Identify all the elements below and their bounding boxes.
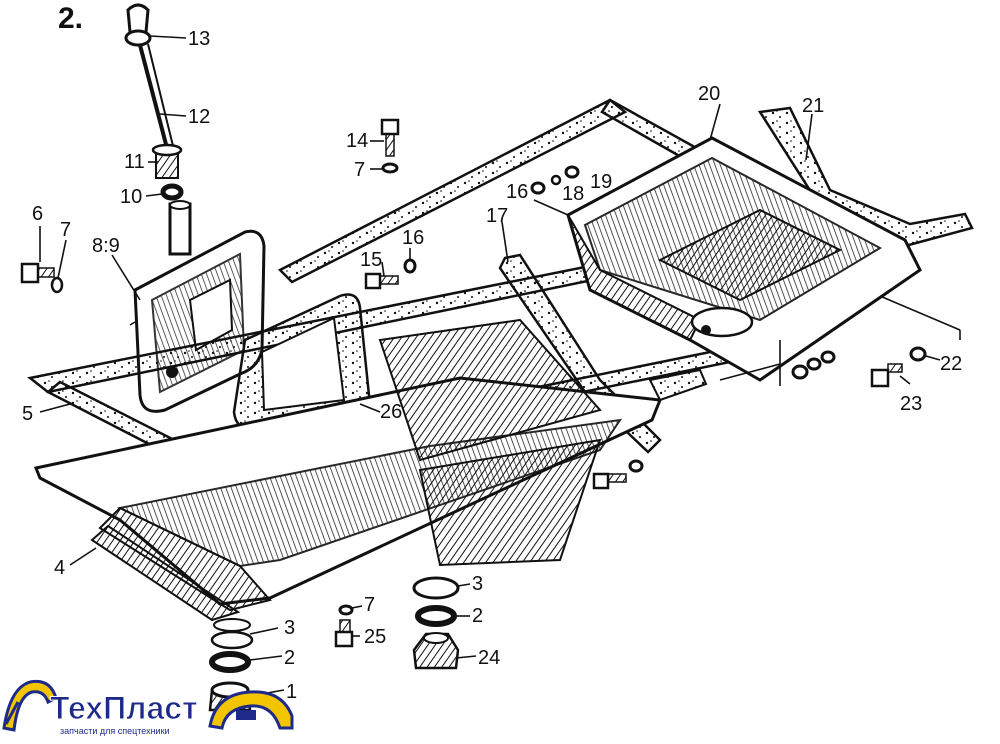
callout-11: 11 bbox=[124, 151, 145, 173]
dipstick bbox=[124, 3, 175, 153]
callout-20: 20 bbox=[698, 83, 721, 105]
bolt-side bbox=[592, 459, 644, 490]
callout-7: 7 bbox=[60, 219, 72, 241]
techplast-logo bbox=[2, 679, 294, 732]
upper-sump bbox=[566, 136, 922, 382]
callout-3b: 3 bbox=[472, 573, 484, 595]
callout-3: 3 bbox=[284, 617, 296, 639]
callout-8-9: 8:9 bbox=[92, 235, 120, 257]
washers-22 bbox=[791, 346, 927, 380]
callout-22: 22 bbox=[940, 353, 963, 375]
callout-17: 17 bbox=[486, 205, 509, 227]
callout-25: 25 bbox=[364, 626, 387, 648]
callout-2b: 2 bbox=[472, 605, 484, 627]
callout-1: 1 bbox=[286, 681, 298, 703]
callout-5: 5 bbox=[22, 403, 34, 425]
callout-13: 13 bbox=[188, 28, 211, 50]
leader-lines bbox=[39, 35, 961, 697]
drain-plug-24 bbox=[412, 576, 460, 670]
callout-18: 18 bbox=[562, 183, 585, 205]
bolt-15 bbox=[364, 258, 417, 290]
drain-plug-1 bbox=[208, 630, 254, 712]
callout-16: 16 bbox=[402, 227, 425, 249]
callout-12: 12 bbox=[188, 106, 211, 128]
callout-21: 21 bbox=[802, 95, 825, 117]
callout-4: 4 bbox=[54, 557, 66, 579]
callout-15: 15 bbox=[360, 249, 383, 271]
callout-7b: 7 bbox=[354, 159, 366, 181]
callout-7c: 7 bbox=[364, 594, 376, 616]
dipstick-fitting bbox=[151, 143, 192, 256]
bolt-23 bbox=[870, 363, 903, 388]
callout-10: 10 bbox=[120, 186, 143, 208]
callout-2: 2 bbox=[284, 647, 296, 669]
callout-6: 6 bbox=[32, 203, 44, 225]
callout-16b: 16 bbox=[506, 181, 529, 203]
callout-23: 23 bbox=[900, 393, 923, 415]
callout-14: 14 bbox=[346, 130, 369, 152]
callout-19: 19 bbox=[590, 171, 613, 193]
callout-26: 26 bbox=[380, 401, 403, 423]
bolt-14 bbox=[380, 118, 400, 174]
logo-name: ТехПласт bbox=[50, 690, 199, 727]
logo-tagline: запчасти для спецтехники bbox=[60, 726, 170, 736]
callout-24: 24 bbox=[478, 647, 501, 669]
bolt-25 bbox=[334, 604, 354, 648]
figure-label: 2. bbox=[58, 2, 84, 35]
washers-16-18-19 bbox=[530, 165, 580, 195]
bolt-6 bbox=[20, 262, 64, 294]
main-oil-pan bbox=[33, 318, 663, 632]
